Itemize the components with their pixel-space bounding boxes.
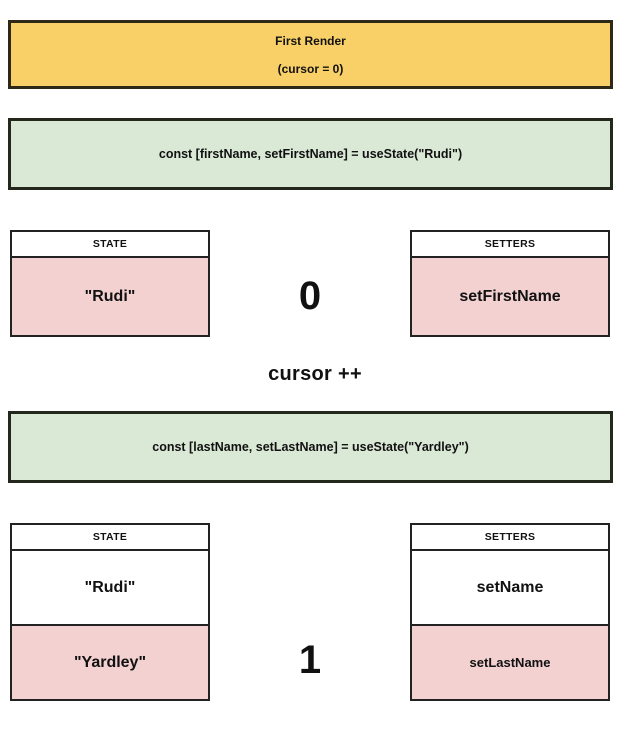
first-render-banner: First Render (cursor = 0): [8, 20, 613, 89]
state-cell-rudi-active: "Rudi": [12, 258, 208, 335]
cursor-index-one: 1: [298, 638, 322, 682]
diagram-page: First Render (cursor = 0) const [firstNa…: [0, 20, 630, 701]
setter-cell-setfirstname-active: setFirstName: [412, 258, 608, 335]
state-cell-rudi: "Rudi": [12, 551, 208, 624]
render-banner-cursor-subtitle: (cursor = 0): [277, 61, 344, 76]
cursor-index-zero: 0: [298, 274, 322, 318]
state-table-first-header: STATE: [12, 232, 208, 258]
setters-table-first-header: SETTERS: [412, 232, 608, 258]
state-table-second: STATE "Rudi" "Yardley": [10, 523, 210, 701]
setters-table-first: SETTERS setFirstName: [410, 230, 610, 337]
code-line-first-usestate: const [firstName, setFirstName] = useSta…: [158, 147, 463, 161]
setters-table-second: SETTERS setName setLastName: [410, 523, 610, 701]
setter-cell-setname: setName: [412, 551, 608, 624]
setters-table-second-header: SETTERS: [412, 525, 608, 551]
hook-row-second: STATE "Rudi" "Yardley" 1 SETTERS setName…: [10, 523, 610, 701]
state-table-second-header: STATE: [12, 525, 208, 551]
cursor-increment-label: cursor ++: [268, 363, 362, 385]
hook-row-first: STATE "Rudi" 0 SETTERS setFirstName: [10, 230, 610, 337]
state-table-first: STATE "Rudi": [10, 230, 210, 337]
render-banner-title: First Render: [275, 33, 346, 48]
code-line-second-usestate: const [lastName, setLastName] = useState…: [152, 440, 469, 454]
code-box-first-usestate: const [firstName, setFirstName] = useSta…: [8, 118, 613, 190]
code-box-second-usestate: const [lastName, setLastName] = useState…: [8, 411, 613, 483]
setter-cell-setlastname-active: setLastName: [412, 624, 608, 699]
state-cell-yardley-active: "Yardley": [12, 624, 208, 699]
